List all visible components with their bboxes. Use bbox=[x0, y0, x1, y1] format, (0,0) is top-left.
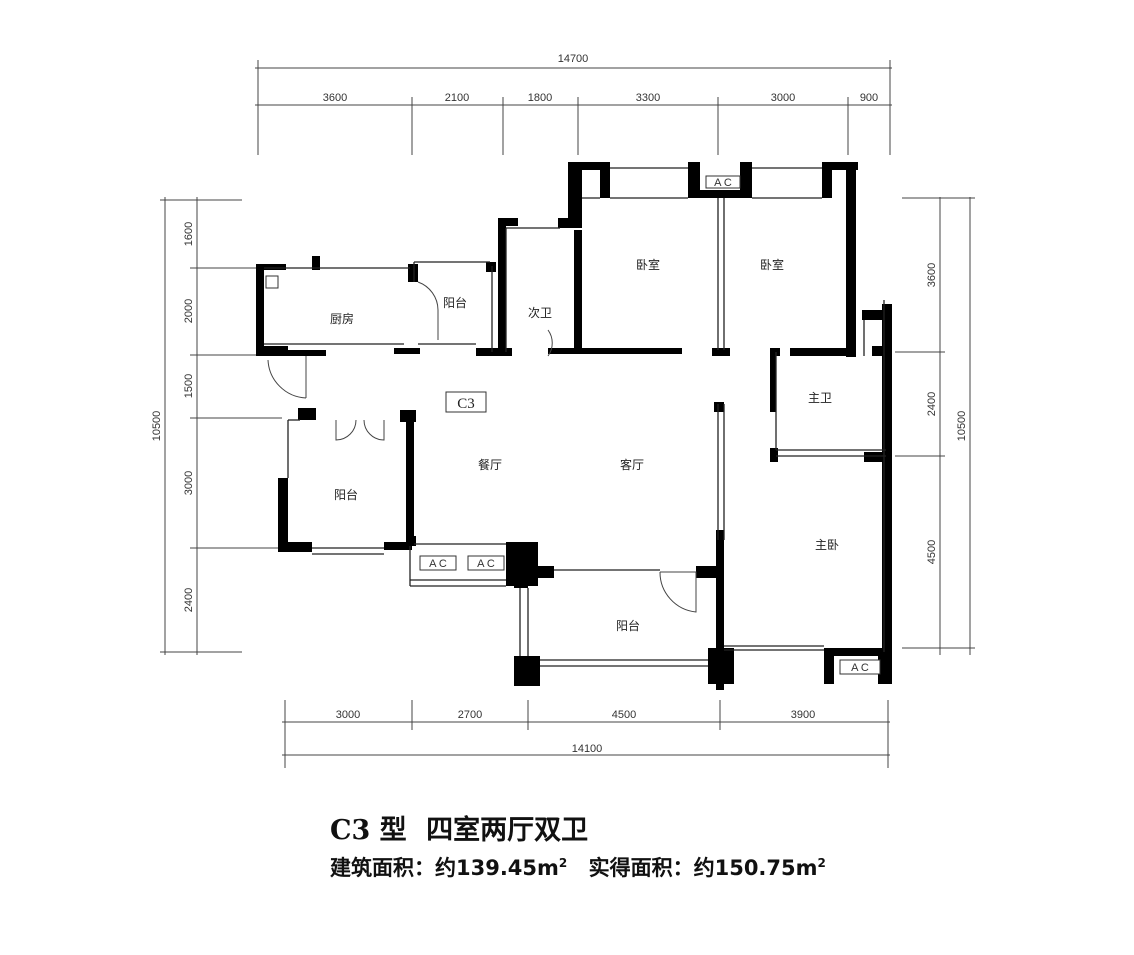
bottom-dim-1: 3000 bbox=[336, 709, 360, 721]
usable-area-sup: 2 bbox=[817, 856, 826, 870]
top-dim-1: 3600 bbox=[323, 92, 347, 104]
ac-label: A C bbox=[477, 558, 495, 570]
thin-walls bbox=[264, 167, 886, 667]
bottom-dim-3: 4500 bbox=[612, 709, 636, 721]
left-dim-2: 2000 bbox=[183, 299, 195, 323]
left-dim-1: 1600 bbox=[183, 222, 195, 246]
top-dim-5: 3000 bbox=[771, 92, 795, 104]
bottom-dim-2: 2700 bbox=[458, 709, 482, 721]
left-dim-3: 1500 bbox=[183, 374, 195, 398]
ac-label: A C bbox=[429, 558, 447, 570]
room-balcony-west: 阳台 bbox=[334, 487, 358, 502]
room-living: 客厅 bbox=[620, 457, 644, 472]
ac-units: A C A C A C A C bbox=[265, 175, 881, 675]
right-dim-2: 2400 bbox=[926, 392, 938, 416]
room-second-bath: 次卫 bbox=[528, 306, 552, 320]
room-kitchen: 厨房 bbox=[330, 311, 354, 326]
bottom-dimensions: 3000 2700 4500 3900 14100 bbox=[282, 700, 890, 768]
top-dim-3: 1800 bbox=[528, 92, 552, 104]
top-total-dim: 14700 bbox=[558, 53, 589, 65]
walls bbox=[256, 162, 892, 690]
room-bedroom-2: 卧室 bbox=[760, 257, 784, 272]
ac-label: A C bbox=[851, 662, 869, 674]
room-master-bath: 主卫 bbox=[808, 391, 832, 405]
right-dim-3: 4500 bbox=[926, 540, 938, 564]
left-dim-4: 3000 bbox=[183, 471, 195, 495]
right-total-dim: 10500 bbox=[956, 411, 968, 442]
unit-code-box bbox=[445, 391, 487, 413]
room-bedroom-1: 卧室 bbox=[636, 257, 660, 272]
usable-area: 实得面积：约150.75m bbox=[588, 856, 818, 880]
build-area-sup: 2 bbox=[558, 856, 568, 870]
room-balcony-south: 阳台 bbox=[616, 618, 640, 633]
left-dimensions: 10500 1600 2000 1500 3000 2400 bbox=[151, 197, 282, 655]
left-total-dim: 10500 bbox=[151, 411, 163, 442]
caption-type: C3 型 bbox=[330, 815, 407, 846]
unit-code: C3 bbox=[457, 396, 475, 412]
top-dimensions: 14700 3600 2100 1800 3300 3000 900 bbox=[255, 53, 892, 155]
room-dining: 餐厅 bbox=[478, 457, 502, 472]
ac-label: A C bbox=[714, 177, 732, 189]
room-master-bedroom: 主卧 bbox=[815, 538, 839, 552]
right-dimensions: 3600 2400 4500 10500 bbox=[895, 197, 975, 655]
doors bbox=[267, 281, 697, 613]
room-balcony-kitchen: 阳台 bbox=[443, 295, 467, 310]
caption-area: 建筑面积：约139.45m2 实得面积：约150.75m2 bbox=[330, 852, 826, 882]
top-dim-2: 2100 bbox=[445, 92, 469, 104]
build-area: 建筑面积：约139.45m bbox=[330, 856, 559, 880]
top-dim-6: 900 bbox=[860, 92, 878, 104]
right-dim-1: 3600 bbox=[926, 263, 938, 287]
left-dim-5: 2400 bbox=[183, 588, 195, 612]
bottom-total-dim: 14100 bbox=[572, 743, 603, 755]
room-labels: 厨房 阳台 次卫 卧室 卧室 主卫 餐厅 客厅 阳台 主卧 阳台 bbox=[330, 257, 839, 633]
caption-title: C3 型 四室两厅双卫 bbox=[330, 808, 588, 847]
caption-layout: 四室两厅双卫 bbox=[426, 815, 589, 846]
top-dim-4: 3300 bbox=[636, 92, 660, 104]
bottom-dim-4: 3900 bbox=[791, 709, 815, 721]
